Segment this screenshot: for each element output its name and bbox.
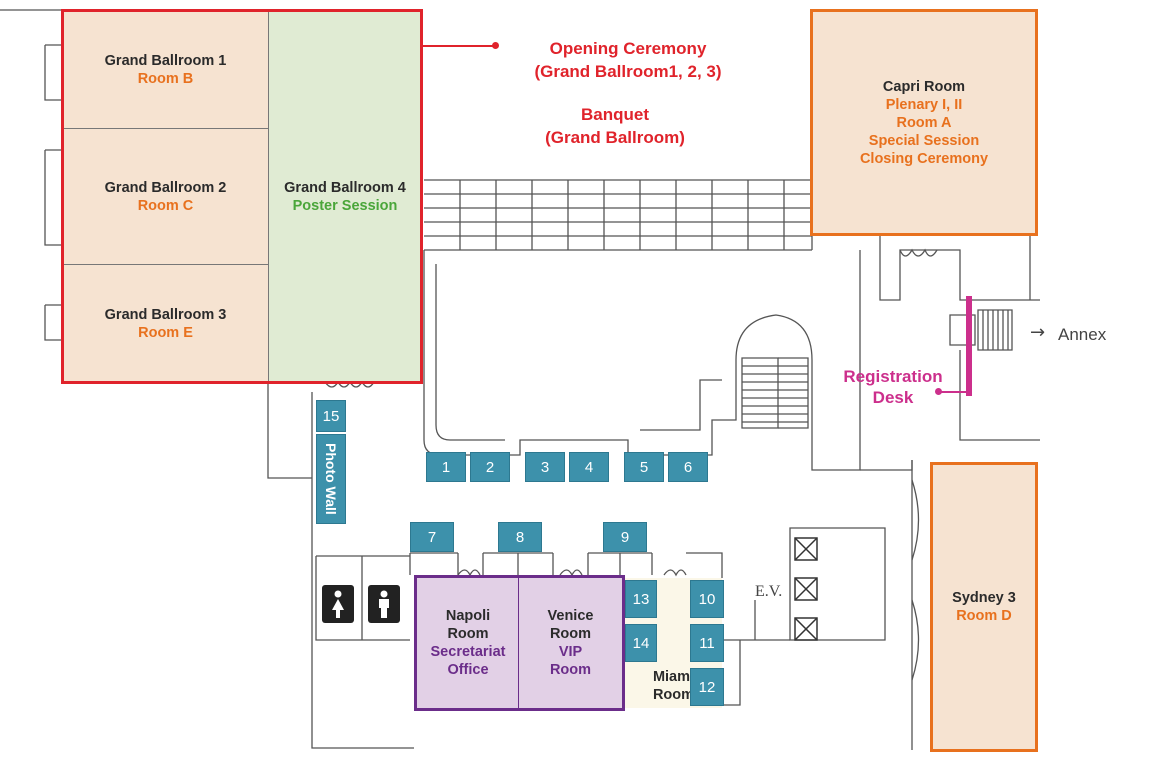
sydney-3-sub: Room D [956, 608, 1012, 624]
booth-10[interactable]: 10 [690, 580, 724, 618]
elevator-icon [794, 537, 818, 641]
female-restroom-icon [322, 585, 354, 623]
booth-2[interactable]: 2 [470, 452, 510, 482]
venice-room[interactable]: Venice Room VIP Room [518, 575, 625, 711]
banquet-line1: Banquet [581, 105, 649, 124]
grand-ballroom-2[interactable]: Grand Ballroom 2 Room C [63, 129, 269, 265]
booth-9[interactable]: 9 [603, 522, 647, 552]
registration-desk-bar[interactable] [966, 296, 972, 396]
grand-ballroom-3[interactable]: Grand Ballroom 3 Room E [63, 265, 269, 382]
sydney-3-name: Sydney 3 [952, 590, 1016, 606]
annex-arrow-icon: → [1030, 322, 1046, 343]
grand-ballroom-1-sub: Room B [137, 70, 194, 87]
booth-5[interactable]: 5 [624, 452, 664, 482]
banquet-label: Banquet (Grand Ballroom) [510, 103, 720, 149]
booth-13[interactable]: 13 [625, 580, 657, 618]
elevator-label: E.V. [755, 583, 783, 600]
registration-desk-label: Registration Desk [818, 366, 968, 408]
capri-room-line4: Closing Ceremony [859, 150, 989, 167]
male-restroom-icon [368, 585, 400, 623]
venice-room-sub1: VIP [558, 644, 583, 660]
grand-ballroom-2-name: Grand Ballroom 2 [104, 179, 227, 196]
grand-ballroom-1[interactable]: Grand Ballroom 1 Room B [63, 11, 269, 129]
capri-room-line3: Special Session [868, 132, 980, 149]
booth-6[interactable]: 6 [668, 452, 708, 482]
opening-ceremony-leader-line [423, 45, 495, 47]
opening-ceremony-label: Opening Ceremony (Grand Ballroom1, 2, 3) [478, 37, 778, 83]
opening-ceremony-leader-dot [492, 42, 499, 49]
annex-label[interactable]: Annex [1058, 325, 1107, 344]
booth-1[interactable]: 1 [426, 452, 466, 482]
capri-room[interactable]: Capri Room Plenary I, II Room A Special … [810, 9, 1038, 236]
grand-ballroom-3-sub: Room E [138, 324, 193, 341]
capri-room-line1: Plenary I, II [885, 96, 963, 113]
napoli-room-name1: Napoli [445, 608, 491, 624]
booth-4[interactable]: 4 [569, 452, 609, 482]
grand-ballroom-4-name: Grand Ballroom 4 [284, 179, 406, 196]
capri-room-line2: Room A [896, 114, 952, 131]
opening-ceremony-line2: (Grand Ballroom1, 2, 3) [534, 62, 722, 81]
photo-wall-label: Photo Wall [323, 443, 339, 515]
sydney-3-room[interactable]: Sydney 3 Room D [930, 462, 1038, 752]
booth-15[interactable]: 15 [316, 400, 346, 432]
opening-ceremony-line1: Opening Ceremony [549, 39, 707, 58]
female-figure [332, 590, 344, 618]
banquet-line2: (Grand Ballroom) [545, 128, 685, 147]
grand-ballroom-3-name: Grand Ballroom 3 [104, 306, 227, 323]
grand-ballroom-4[interactable]: Grand Ballroom 4 Poster Session [269, 11, 421, 382]
miami-room-name1: Miami [652, 669, 695, 685]
booth-3[interactable]: 3 [525, 452, 565, 482]
napoli-room-sub1: Secretariat [430, 644, 506, 660]
miami-room-name2: Room [652, 687, 695, 703]
grand-ballroom-4-sub: Poster Session [292, 197, 398, 214]
photo-wall[interactable]: Photo Wall [316, 434, 346, 524]
grand-ballroom-1-name: Grand Ballroom 1 [104, 52, 227, 69]
booth-14[interactable]: 14 [625, 624, 657, 662]
grand-ballroom-2-sub: Room C [137, 197, 194, 214]
venice-room-sub2: Room [549, 662, 592, 678]
registration-line1: Registration [843, 367, 943, 386]
capri-room-name: Capri Room [882, 78, 966, 95]
male-figure [379, 590, 389, 618]
napoli-room-sub2: Office [447, 662, 489, 678]
booth-8[interactable]: 8 [498, 522, 542, 552]
grand-ballroom-highlight-border [61, 9, 423, 384]
registration-desk-leader [940, 391, 968, 393]
booth-7[interactable]: 7 [410, 522, 454, 552]
registration-desk-dot [935, 388, 942, 395]
booth-12[interactable]: 12 [690, 668, 724, 706]
napoli-room[interactable]: Napoli Room Secretariat Office [414, 575, 520, 711]
registration-line2: Desk [872, 388, 914, 407]
booth-11[interactable]: 11 [690, 624, 724, 662]
napoli-room-name2: Room [447, 626, 489, 642]
venice-room-name2: Room [549, 626, 592, 642]
venice-room-name1: Venice [547, 608, 594, 624]
